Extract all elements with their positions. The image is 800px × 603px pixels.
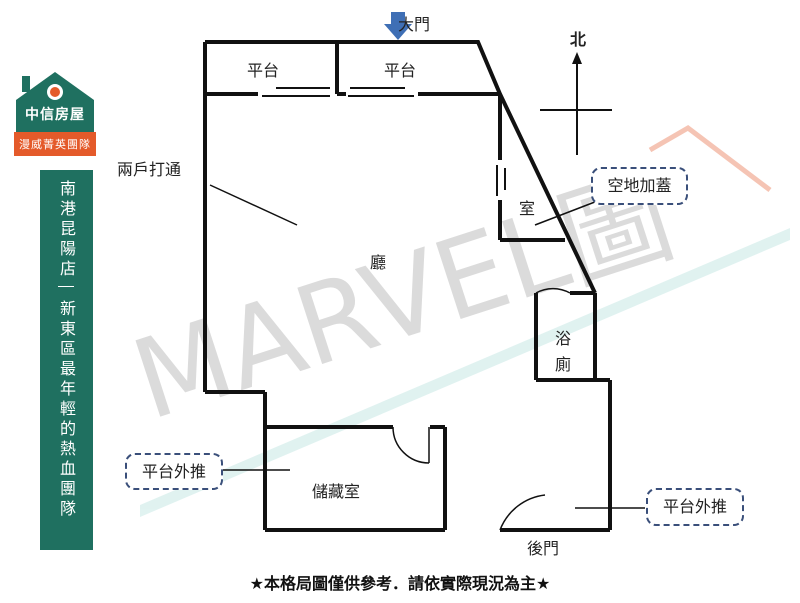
banner-divider <box>58 286 74 287</box>
platform-extension-right-callout: 平台外推 <box>646 488 744 526</box>
compass-icon <box>540 52 612 155</box>
side-banner: 南港昆陽店 新東區最年輕的熱血團隊 <box>40 170 93 550</box>
house-logo-icon: 中信房屋 <box>14 70 96 132</box>
watermark-roof <box>648 125 772 192</box>
bedroom-label: 室 <box>519 199 535 218</box>
watermark-stripe <box>140 228 790 517</box>
store-slogan: 新東區最年輕的熱血團隊 <box>57 300 76 520</box>
brand-team-label: 漫威菁英團隊 <box>14 132 96 156</box>
walls <box>203 40 612 532</box>
main-door-arrow-icon <box>384 12 412 40</box>
bathroom-label-top: 浴 <box>555 329 571 348</box>
leader-lines <box>209 184 645 509</box>
store-name: 南港昆陽店 <box>57 180 76 280</box>
storage-room-label: 儲藏室 <box>312 482 360 501</box>
disclaimer-text: ★本格局圖僅供參考．請依實際現況為主★ <box>249 574 551 593</box>
bathroom-label-bottom: 廁 <box>555 355 571 374</box>
vacant-addon-text: 空地加蓋 <box>607 176 672 195</box>
north-label: 北 <box>570 30 586 49</box>
balcony-right-label: 平台 <box>384 61 416 80</box>
platform-extension-left-callout: 平台外推 <box>125 453 223 490</box>
merged-units-label: 兩戶打通 <box>117 160 181 179</box>
living-hall-label: 廳 <box>370 253 386 272</box>
swing-doors <box>392 287 571 531</box>
brand-name: 中信房屋 <box>25 107 85 123</box>
brand-logo: 中信房屋 漫威菁英團隊 <box>14 70 96 156</box>
balcony-doors <box>262 87 506 196</box>
main-door-label: 大門 <box>398 15 430 34</box>
platform-extension-right-text: 平台外推 <box>662 497 727 516</box>
platform-extension-left-text: 平台外推 <box>141 462 206 481</box>
vacant-addon-callout: 空地加蓋 <box>591 167 688 205</box>
back-door-label: 後門 <box>527 539 559 558</box>
balcony-left-label: 平台 <box>247 61 279 80</box>
